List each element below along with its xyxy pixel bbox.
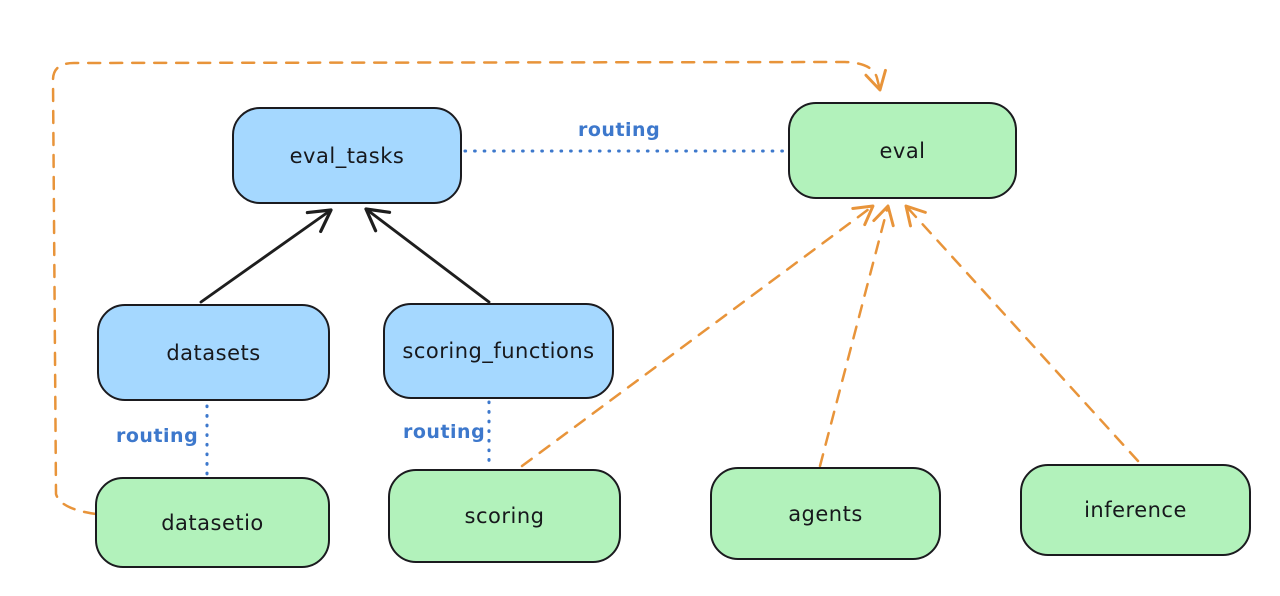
edge-inference-to-eval [904,204,1140,463]
routing-label-datasets-datasetio: routing [116,425,199,447]
edge-agents-to-eval [818,204,895,468]
node-eval-tasks-label: eval_tasks [289,143,405,168]
routing-label-scoring-functions-scoring: routing [403,421,486,443]
node-inference: inference [1020,464,1251,556]
node-scoring-functions-label: scoring_functions [402,339,595,363]
edge-datasetio-to-eval [51,60,887,516]
edge-datasets-to-eval-tasks [199,208,333,304]
node-scoring: scoring [388,469,621,563]
routing-label-eval-tasks-eval: routing [578,119,661,141]
node-datasetio: datasetio [95,477,330,568]
node-scoring-label: scoring [464,504,545,528]
node-datasetio-label: datasetio [161,510,264,535]
node-agents-label: agents [788,501,863,526]
node-datasets-label: datasets [166,340,261,365]
node-agents: agents [710,467,941,560]
node-inference-label: inference [1084,498,1187,522]
edge-scoring-functions-to-eval-tasks [364,207,491,304]
node-eval: eval [788,102,1017,199]
node-scoring-functions: scoring_functions [383,303,614,399]
node-datasets: datasets [97,304,330,401]
edge-scoring-to-eval [520,204,875,468]
node-eval-label: eval [879,138,926,163]
node-eval-tasks: eval_tasks [232,107,462,204]
